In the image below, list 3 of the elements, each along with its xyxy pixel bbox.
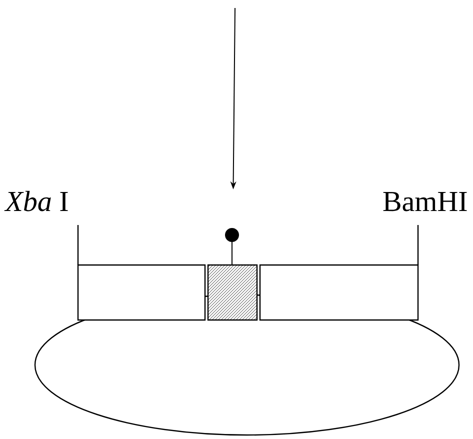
enzyme-site-label: BamHI bbox=[383, 192, 467, 212]
hatched-box bbox=[207, 264, 258, 321]
enzyme-site-label: Xba I bbox=[4, 190, 68, 212]
